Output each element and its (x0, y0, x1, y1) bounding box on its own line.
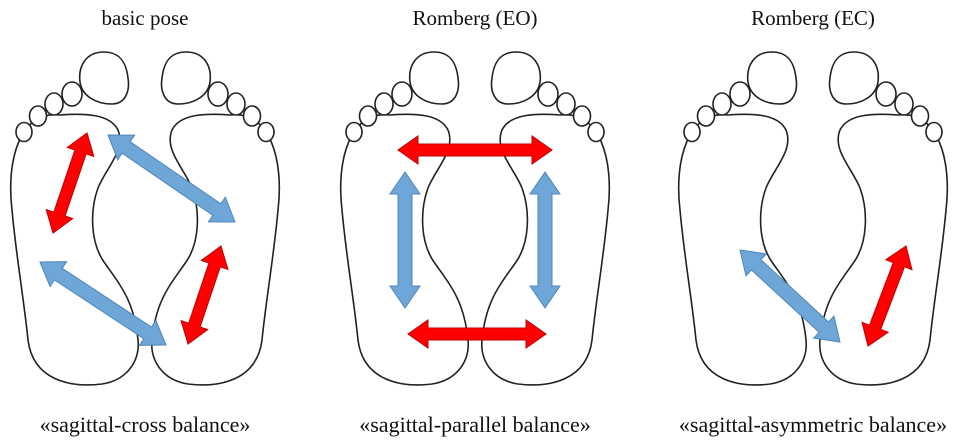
feet-diagram (0, 0, 290, 400)
left-foot (679, 52, 807, 385)
panel-caption: «sagittal-parallel balance» (330, 412, 620, 438)
panel-romberg-ec: Romberg (EC) «sagittal-asymmetric balanc… (668, 0, 958, 448)
panel-caption: «sagittal-cross balance» (0, 412, 290, 438)
panel-caption: «sagittal-asymmetric balance» (668, 412, 958, 438)
feet-diagram (668, 0, 958, 400)
panel-romberg-eo: Romberg (EO) «sagittal-parallel balance» (330, 0, 620, 448)
left-foot (11, 52, 139, 385)
panel-basic-pose: basic pose «sagittal-cross balance» (0, 0, 290, 448)
feet-diagram (330, 0, 620, 400)
